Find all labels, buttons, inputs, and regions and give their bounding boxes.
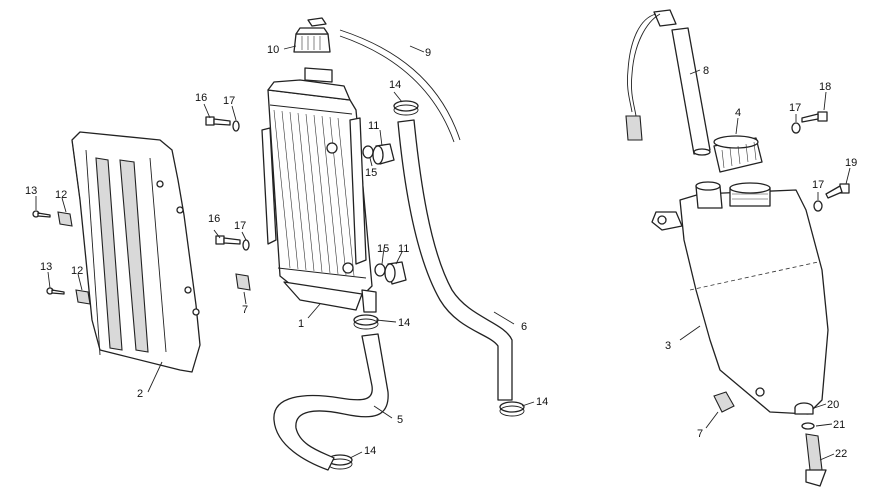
callout-4: 4 [735, 107, 741, 119]
callout-21: 21 [833, 419, 845, 431]
spacer-15-upper [362, 145, 374, 159]
o-ring-21 [801, 422, 815, 430]
callout-14-bottom: 14 [364, 445, 376, 457]
callout-14-top: 14 [389, 79, 401, 91]
callout-11-upper: 11 [368, 120, 379, 132]
callout-2: 2 [137, 388, 143, 400]
overflow-hose [339, 29, 461, 141]
callout-13-upper: 13 [25, 185, 37, 197]
radiator [261, 67, 377, 313]
level-sensor [625, 9, 711, 156]
callout-14-right: 14 [536, 396, 548, 408]
bolt-16-upper [205, 116, 231, 126]
callout-12-lower: 12 [71, 265, 83, 277]
bolt-19 [825, 183, 850, 199]
callout-15-upper: 15 [365, 167, 377, 179]
bolt-13-upper [32, 210, 51, 218]
hose-clamp-14-top [393, 100, 419, 116]
callout-18: 18 [819, 81, 831, 93]
hose-clamp-14-mid [353, 314, 379, 330]
clip-7-right [713, 391, 735, 413]
drain-fitting-22 [805, 433, 827, 487]
callout-labels: 1 2 3 4 5 6 7 7 8 9 10 11 11 12 12 13 13… [25, 44, 857, 460]
hose-6 [397, 119, 513, 401]
radiator-shroud [71, 131, 201, 373]
callout-1: 1 [298, 318, 304, 330]
callout-17-lower: 17 [234, 220, 246, 232]
clip-12-lower [75, 289, 91, 305]
callout-5: 5 [397, 414, 403, 426]
washer-17-right-upper [791, 122, 801, 134]
callout-7-right: 7 [697, 428, 703, 440]
callout-6: 6 [521, 321, 527, 333]
bolt-13-lower [46, 287, 65, 295]
callout-20: 20 [827, 399, 839, 411]
bolt-18 [801, 111, 828, 123]
callout-16-upper: 16 [195, 92, 207, 104]
leader-lines [35, 45, 851, 461]
callout-11-lower: 11 [398, 243, 409, 255]
callout-3: 3 [665, 340, 671, 352]
washer-17-right-lower [813, 200, 823, 212]
callout-13-lower: 13 [40, 261, 52, 273]
callout-19: 19 [845, 157, 857, 169]
washer-17-upper [232, 120, 240, 132]
expansion-tank [651, 181, 829, 415]
radiator-core-fins [273, 109, 355, 277]
callout-8: 8 [703, 65, 709, 77]
hose-clamp-14-right [499, 401, 525, 417]
tank-cap [713, 135, 763, 173]
callout-9: 9 [425, 47, 431, 59]
callout-16-lower: 16 [208, 213, 220, 225]
callout-14-mid: 14 [398, 317, 410, 329]
callout-17-right-lower: 17 [812, 179, 824, 191]
callout-10: 10 [267, 44, 279, 56]
radiator-cap [293, 17, 331, 53]
bolt-16-lower [215, 235, 241, 245]
clip-12-upper [57, 211, 73, 227]
rubber-11-lower [384, 261, 407, 285]
callout-15-lower: 15 [377, 243, 389, 255]
drain-cap-20 [794, 402, 814, 415]
callout-22: 22 [835, 448, 847, 460]
callout-17-right-upper: 17 [789, 102, 801, 114]
callout-12-upper: 12 [55, 189, 67, 201]
callout-17-upper: 17 [223, 95, 235, 107]
callout-7-left: 7 [242, 304, 248, 316]
spacer-15-lower [374, 263, 386, 277]
washer-17-lower [242, 239, 250, 251]
rubber-11-upper [372, 143, 395, 165]
hose-5 [273, 333, 389, 471]
clip-7-left [235, 273, 251, 291]
